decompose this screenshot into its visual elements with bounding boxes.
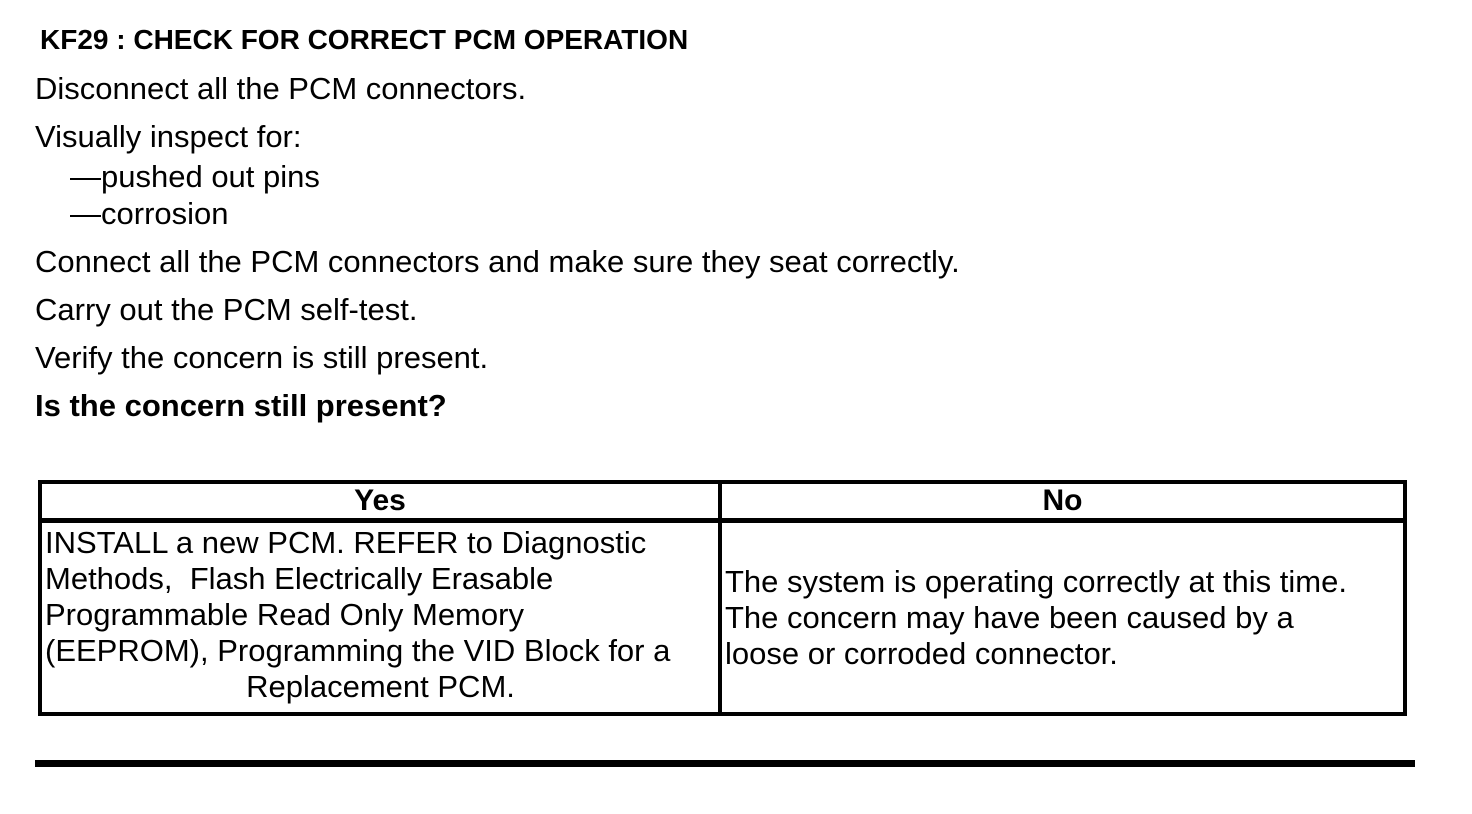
yes-action-line: Methods, Flash Electrically Erasable (45, 561, 554, 596)
no-action-cell: The system is operating correctly at thi… (718, 518, 1407, 716)
instruction-connect: Connect all the PCM connectors and make … (35, 244, 960, 279)
instruction-verify: Verify the concern is still present. (35, 340, 489, 375)
instruction-self-test: Carry out the PCM self-test. (35, 292, 418, 327)
decision-question: Is the concern still present? (35, 388, 447, 423)
no-column-header: No (718, 480, 1407, 523)
instruction-inspect-intro: Visually inspect for: (35, 119, 302, 154)
yes-action-line: Programmable Read Only Memory (45, 597, 524, 632)
no-action-line: loose or corroded connector. (725, 635, 1118, 671)
inspection-item-corrosion: —corrosion (70, 196, 229, 231)
yes-action-line: Replacement PCM. (246, 669, 515, 704)
section-divider-rule (35, 760, 1415, 767)
inspection-checklist: —pushed out pins —corrosion (35, 161, 1472, 229)
decision-table-action-row: INSTALL a new PCM. REFER to Diagnostic M… (38, 518, 1407, 716)
no-action-line: The concern may have been caused by a (725, 599, 1294, 635)
decision-table: Yes No INSTALL a new PCM. REFER to Diagn… (38, 480, 1407, 716)
yes-action-line: (EEPROM), Programming the VID Block for … (45, 633, 671, 668)
yes-action-cell: INSTALL a new PCM. REFER to Diagnostic M… (38, 518, 722, 716)
decision-table-header-row: Yes No (38, 480, 1407, 523)
procedure-heading: KF29 : CHECK FOR CORRECT PCM OPERATION (40, 24, 689, 55)
inspection-item-pushed-out-pins: —pushed out pins (70, 159, 320, 194)
yes-column-header: Yes (38, 480, 722, 523)
no-action-line: The system is operating correctly at thi… (725, 563, 1347, 599)
yes-action-line: INSTALL a new PCM. REFER to Diagnostic (45, 525, 647, 560)
instruction-disconnect: Disconnect all the PCM connectors. (35, 71, 527, 106)
